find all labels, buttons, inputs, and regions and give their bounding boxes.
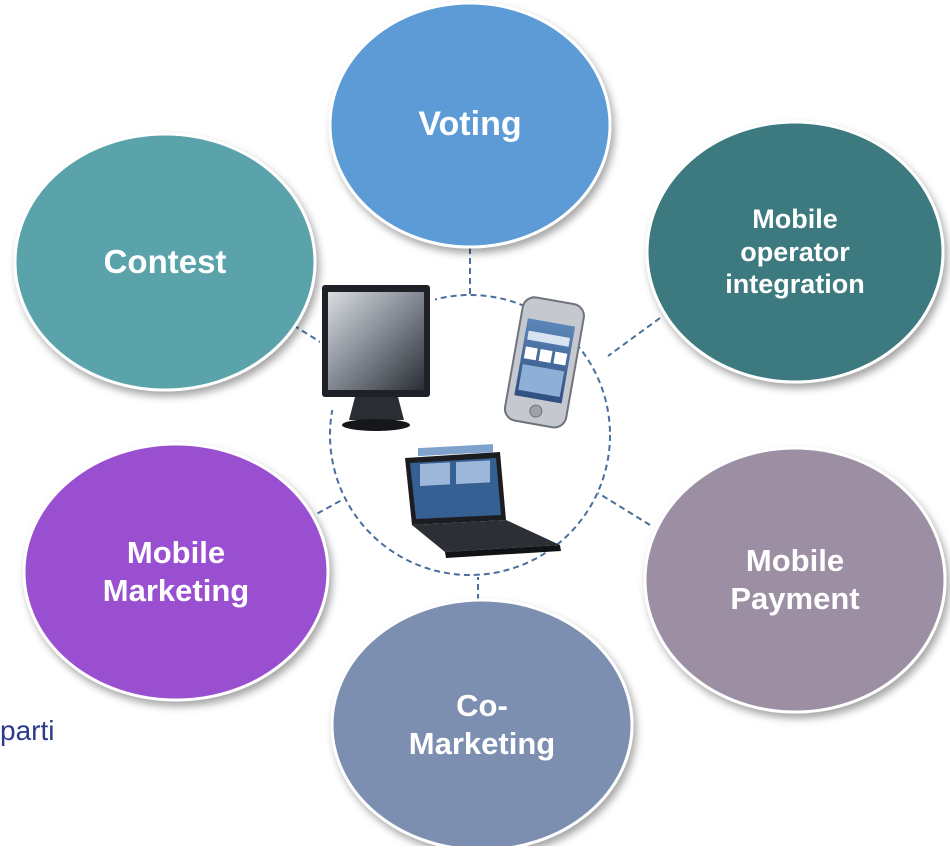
node-mobile-marketing bbox=[22, 442, 330, 702]
connector-mobile-operator-integration bbox=[607, 317, 661, 357]
node-label-contest: Contest bbox=[103, 242, 227, 280]
node-mobile-payment bbox=[643, 446, 947, 714]
node-label-mobile-operator-integration: Mobile operator integration bbox=[725, 203, 865, 300]
page-text-fragment: parti bbox=[0, 715, 55, 746]
laptop-icon bbox=[405, 444, 561, 558]
node-group bbox=[13, 1, 947, 851]
node-mobile-operator-integration bbox=[645, 120, 945, 384]
center-dashed-ring bbox=[329, 294, 611, 576]
node-label-co-marketing: Co- Marketing bbox=[408, 688, 556, 761]
connector-mobile-payment bbox=[597, 492, 651, 526]
tv-icon bbox=[320, 285, 435, 431]
node-voting bbox=[328, 1, 612, 249]
smartphone-icon bbox=[503, 296, 585, 429]
node-contest bbox=[13, 132, 317, 392]
connector-lines bbox=[284, 248, 661, 600]
node-label-mobile-payment: Mobile Payment bbox=[730, 543, 860, 616]
node-label-voting: Voting bbox=[418, 105, 522, 144]
connector-mobile-marketing bbox=[299, 499, 343, 524]
node-label-mobile-marketing: Mobile Marketing bbox=[102, 535, 250, 608]
